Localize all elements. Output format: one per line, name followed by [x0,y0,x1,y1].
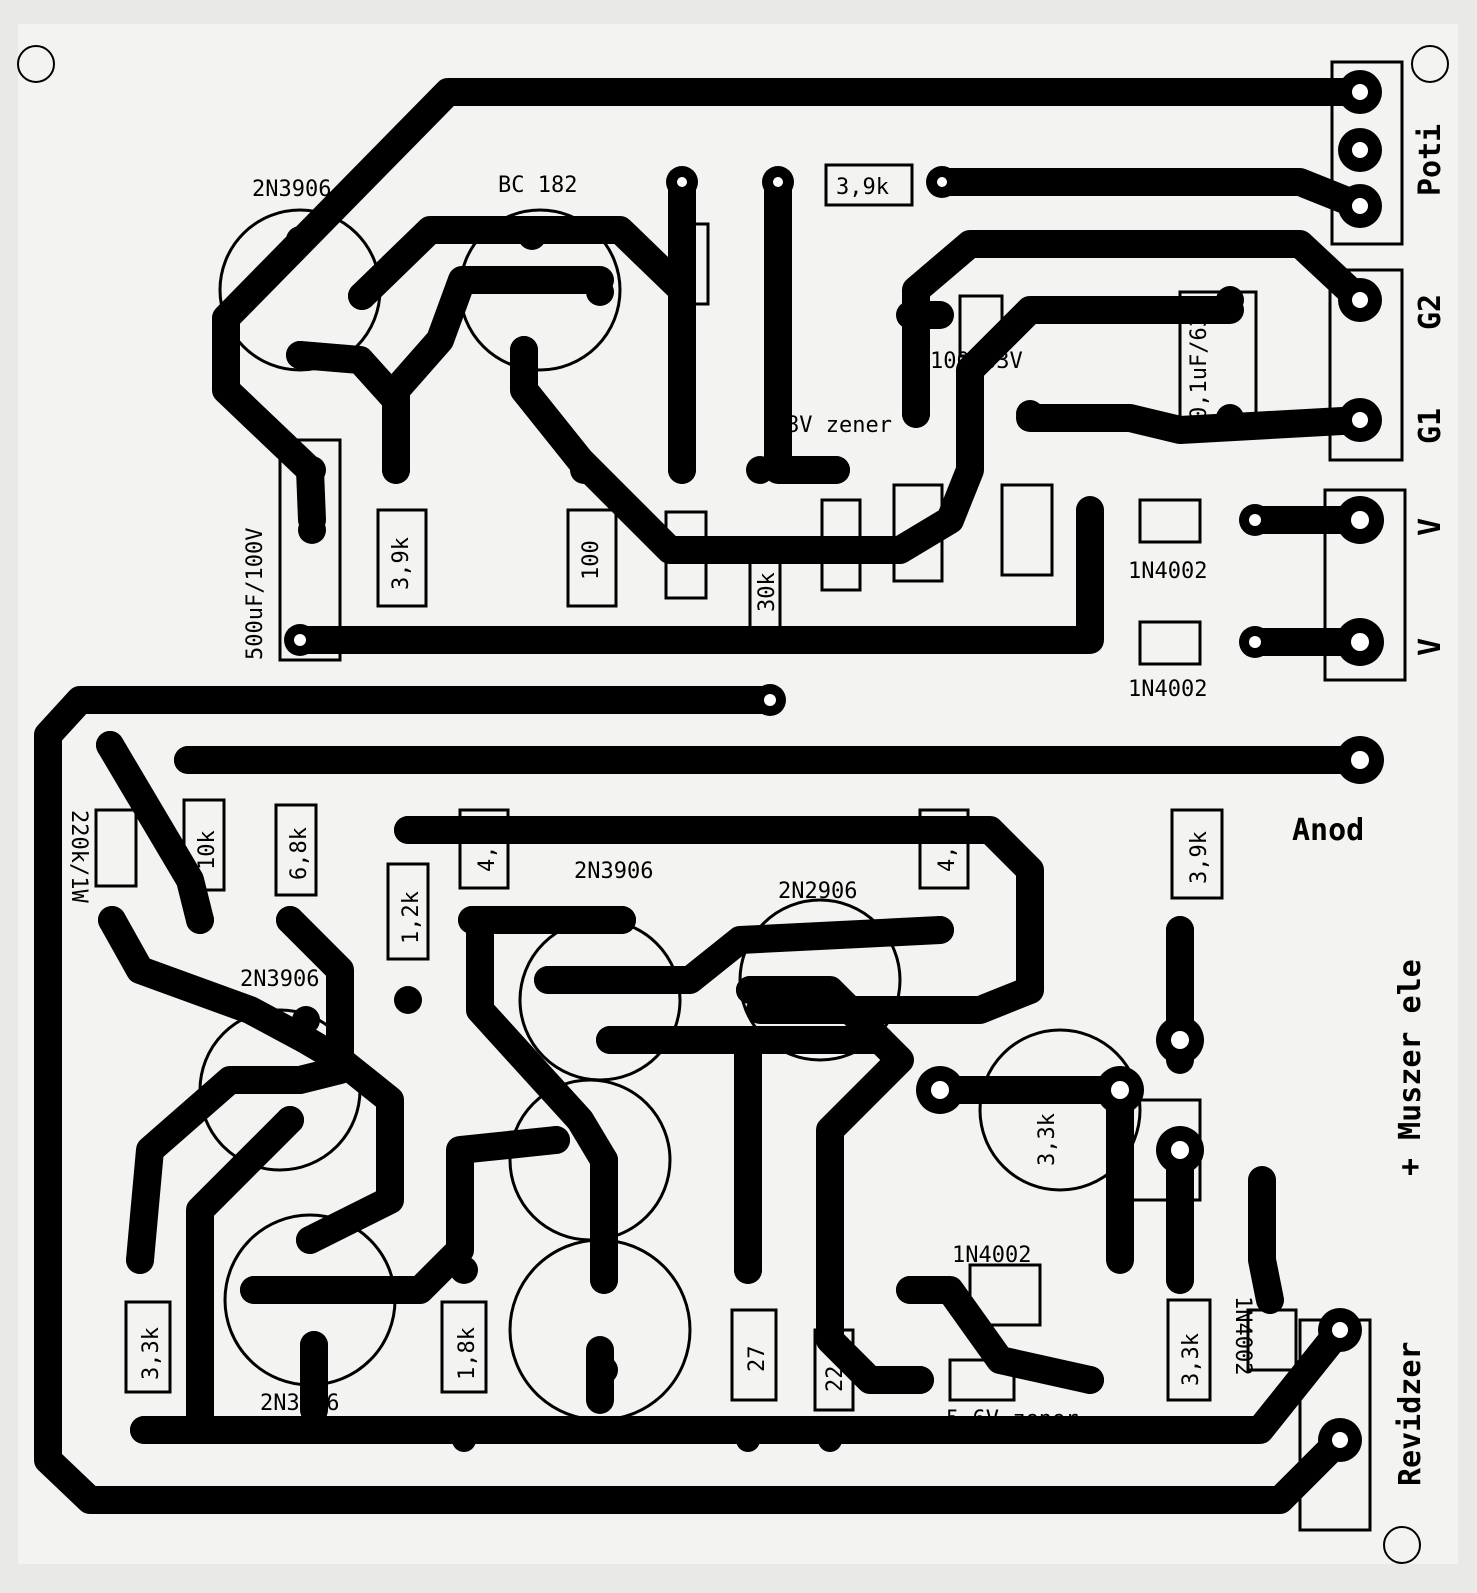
label-v2: V [1413,638,1448,656]
r-vert-body [94,808,138,888]
label-r-b5: 3,3k [1179,1333,1204,1386]
label-c-right: 0,1uF/63V [1187,301,1212,420]
trace-q4b [736,976,934,1394]
trace-q2b [382,266,614,484]
label-r-b4: 3,3k [1035,1113,1060,1166]
g-box [1328,268,1404,462]
trace-q1b [286,341,410,414]
trace-q3c [534,916,954,994]
label-q1: 2N3906 [252,177,331,202]
r-mid5-body [918,808,970,890]
r-b3-body [730,1308,778,1402]
q4-outline [738,898,902,1062]
label-r-mid2: 6,8k [287,827,312,880]
mounting-holes [17,45,1449,1564]
label-d3: 1N4002 [952,1243,1031,1268]
r-b2-body [440,1300,488,1394]
trace-q3b [466,906,618,1294]
label-r-39k: 3,9k [389,537,414,590]
label-anod: Anod [1292,813,1364,848]
d1-body [1138,498,1202,544]
label-z-bot: 5,6V zener [946,1407,1078,1432]
label-r-b3: 27 [745,1346,770,1373]
c-33k-outline [978,1028,1142,1192]
label-r-mid6: 3,9k [1187,831,1212,884]
label-q3: 2N3906 [574,859,653,884]
r-100-body [566,508,618,608]
trace-q5a [98,906,404,1254]
trace-b6 [1016,404,1374,444]
connector-labels: Poti G2 G1 V V Anod + Muszer ele Revidze… [1292,124,1448,1486]
label-poti: Poti [1413,124,1448,196]
r-top-body [824,163,914,207]
label-r-100: 100 [579,540,604,580]
c-big-body [278,438,342,662]
label-q5: 2N3906 [240,967,319,992]
label-r-top: 3,9k [836,175,889,200]
r-mid3-body [386,862,430,961]
z-bot-body [948,1358,1016,1402]
label-r-b1: 3,3k [139,1327,164,1380]
trace-q6a [240,1126,570,1304]
trace-d3 [896,1276,1104,1394]
label-r-mid5: 4,7 [935,832,960,872]
label-r-b6: 22 [823,1366,848,1393]
label-meas: + Muszer ele [1393,959,1428,1176]
v-box [1323,488,1407,682]
trace-q2c [510,296,1244,564]
poti-box [1330,60,1404,246]
label-g2: G2 [1413,294,1448,330]
d2-body [1138,620,1202,666]
label-r-30k: 30k [755,572,780,612]
label-g1: G1 [1413,408,1448,444]
r-b1-body [124,1300,172,1394]
trace-q5b [126,906,354,1274]
component-labels: 2N3906 BC 182 3,9k 100/63V 8V zener 500u… [66,173,1255,1432]
label-c-top: 100/63V [930,349,1023,374]
label-v1: V [1413,518,1448,536]
label-rev: Revidzer [1393,1342,1428,1487]
label-r-vert: 220k/1W [66,810,91,903]
r-mid2-body [274,803,318,897]
r-10k-body [1000,483,1054,577]
label-r-mid3: 1,2k [399,891,424,944]
label-q2: BC 182 [498,173,577,198]
label-r-b2: 1,8k [455,1327,480,1380]
pads [96,70,1384,1462]
label-d-bot: 1N4002 [1230,1296,1255,1375]
label-r-mid4: 4,7 [475,832,500,872]
trace-mid-bus [394,816,1044,1024]
label-z-top: 8V zener [786,413,892,438]
label-d1: 1N4002 [1128,559,1207,584]
r-39k-body [376,508,428,608]
r-mid4-body [458,808,510,890]
label-d2: 1N4002 [1128,677,1207,702]
r-b5-body [1166,1298,1212,1402]
trace-meas-plus [1248,1166,1284,1314]
trace-mid-left [34,686,1354,1514]
label-q4: 2N2906 [778,879,857,904]
trace-b2 [764,168,850,484]
trace-q6b [186,1106,304,1444]
r-mid6-body [1170,808,1224,900]
label-c-big: 500uF/100V [243,528,268,660]
label-r-mid1: 10k [195,830,220,870]
trace-q2a [348,216,696,344]
label-q6: 2N3906 [260,1391,339,1416]
